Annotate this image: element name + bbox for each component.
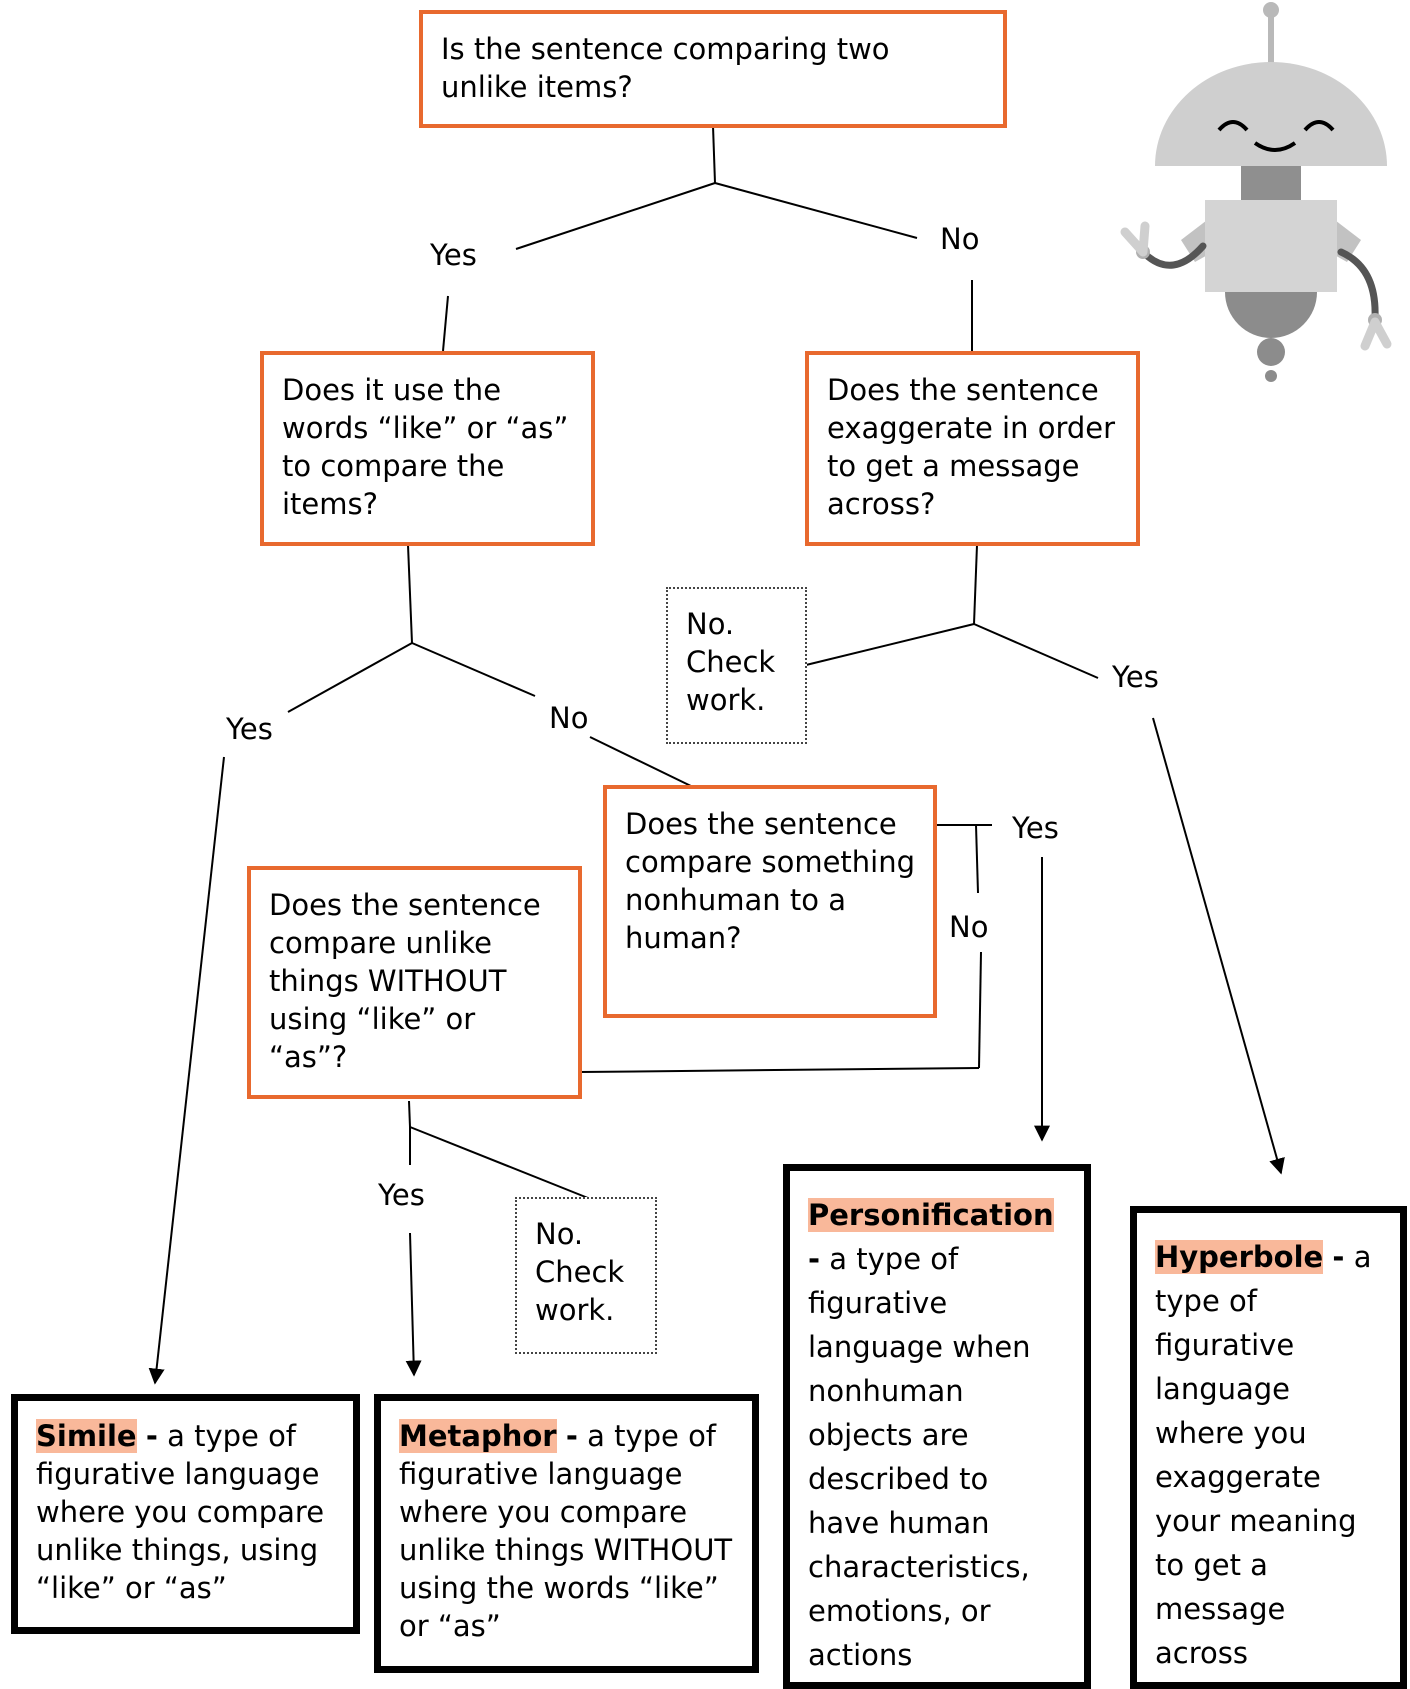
question-without-like-or-as: Does the sentence compare unlike things … xyxy=(247,866,582,1099)
question-exaggerates: Does the sentence exaggerate in order to… xyxy=(805,351,1140,546)
question-text: Does the sentence compare something nonh… xyxy=(625,807,915,955)
definition-text: a type of figurative language where you … xyxy=(36,1419,325,1605)
question-text: Does it use the words “like” or “as” to … xyxy=(282,373,569,521)
check-work-text: No. Check work. xyxy=(686,607,776,717)
connector-q2-no xyxy=(411,642,536,697)
question-comparing-unlike-items: Is the sentence comparing two unlike ite… xyxy=(419,10,1007,128)
check-work-note: No. Check work. xyxy=(666,587,807,744)
branch-label-yes: Yes xyxy=(378,1178,425,1212)
question-uses-like-or-as: Does it use the words “like” or “as” to … xyxy=(260,351,595,546)
robot-icon xyxy=(1120,2,1392,382)
connector-no-to-q5-a xyxy=(978,951,982,1069)
term-separator: - xyxy=(808,1242,821,1276)
connector-q2-yes xyxy=(287,642,413,713)
definition-text: a type of figurative language when nonhu… xyxy=(808,1242,1031,1672)
definition-metaphor: Metaphor - a type of figurative language… xyxy=(374,1394,759,1673)
connector-q4-no-down xyxy=(975,824,979,894)
branch-label-yes: Yes xyxy=(1112,660,1159,694)
term-separator: - xyxy=(565,1419,578,1453)
question-text: Does the sentence compare unlike things … xyxy=(269,888,541,1074)
arrow-to-hyperbole xyxy=(1152,717,1285,1175)
term-personification: Personification xyxy=(808,1198,1054,1232)
question-text: Is the sentence comparing two unlike ite… xyxy=(441,32,890,104)
definition-text: a type of figurative language where you … xyxy=(399,1419,733,1643)
connector-no-to-q5-b xyxy=(579,1067,980,1073)
connector-q3-no xyxy=(805,623,975,666)
definition-hyperbole: Hyperbole - a type of figurative languag… xyxy=(1130,1206,1407,1689)
branch-label-no: No xyxy=(940,222,980,256)
branch-label-yes: Yes xyxy=(226,712,273,746)
question-text: Does the sentence exaggerate in order to… xyxy=(827,373,1116,521)
connector-q3-stem xyxy=(973,544,978,625)
term-separator: - xyxy=(145,1419,158,1453)
question-nonhuman-to-human: Does the sentence compare something nonh… xyxy=(603,785,937,1018)
branch-label-no: No xyxy=(949,910,989,944)
term-hyperbole: Hyperbole xyxy=(1155,1240,1324,1274)
definition-text: a type of figurative language where you … xyxy=(1155,1240,1372,1670)
check-work-text: No. Check work. xyxy=(535,1217,625,1327)
connector-yes-to-q2 xyxy=(442,295,449,352)
connector-q3-yes xyxy=(973,623,1099,679)
definition-simile: Simile - a type of figurative language w… xyxy=(11,1394,360,1634)
branch-label-no: No xyxy=(549,701,589,735)
term-separator: - xyxy=(1332,1240,1345,1274)
connector-q5-no xyxy=(409,1126,589,1199)
check-work-note: No. Check work. xyxy=(515,1197,657,1354)
arrow-to-simile xyxy=(148,756,225,1385)
term-simile: Simile xyxy=(36,1419,137,1453)
branch-label-yes: Yes xyxy=(1012,811,1059,845)
connector-q1-yes xyxy=(515,182,716,250)
arrow-to-metaphor xyxy=(405,1232,422,1377)
connector-q2-stem xyxy=(407,544,413,644)
connector-q1-stem xyxy=(712,125,716,184)
connector-no-to-q4 xyxy=(589,736,694,788)
definition-personification: Personification - a type of figurative l… xyxy=(783,1164,1091,1689)
connector-q5-stem xyxy=(408,1100,411,1128)
connector-q1-no xyxy=(714,182,918,239)
branch-label-yes: Yes xyxy=(430,238,477,272)
term-metaphor: Metaphor xyxy=(399,1419,557,1453)
